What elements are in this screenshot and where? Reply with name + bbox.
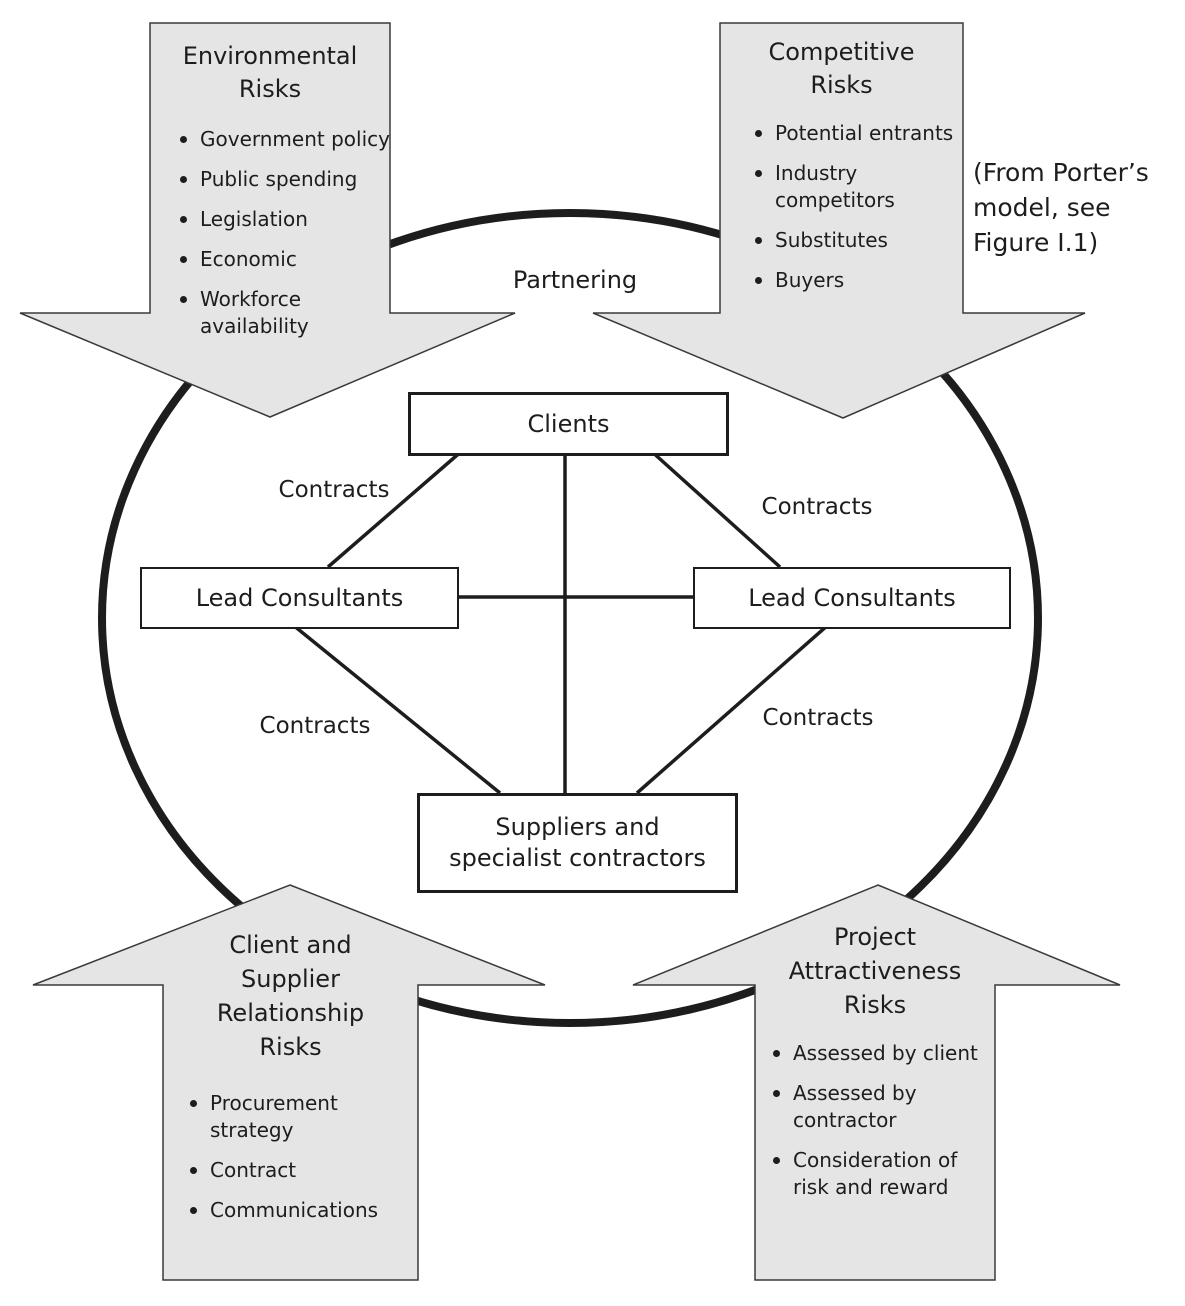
- list-item: Communications: [182, 1197, 407, 1224]
- contracts-label-bottom-right: Contracts: [762, 705, 874, 731]
- contracts-label-top-left: Contracts: [278, 477, 390, 503]
- project-attractiveness-risks-arrow-shape: [632, 884, 1121, 1281]
- list-item: Government policy: [172, 126, 390, 153]
- environmental-risks-title: Environmental Risks: [182, 42, 358, 103]
- list-item: Assessed by contractor: [765, 1080, 995, 1134]
- partnering-circle: [98, 209, 1042, 1027]
- clients-box: Clients: [408, 392, 729, 456]
- suppliers-box: Suppliers and specialist contractors: [417, 793, 738, 893]
- list-item: Contract: [182, 1157, 407, 1184]
- lead-consultants-left-label: Lead Consultants: [195, 583, 404, 612]
- edge-leadleft-suppliers: [291, 623, 502, 795]
- list-item: Potential entrants: [747, 120, 972, 147]
- list-item: Procurement strategy: [182, 1090, 407, 1144]
- list-item: Legislation: [172, 206, 390, 233]
- lead-consultants-right-box: Lead Consultants: [693, 567, 1011, 629]
- lead-consultants-right-label: Lead Consultants: [748, 583, 956, 612]
- list-item: Industry competitors: [747, 160, 972, 214]
- competitive-risks-title: Competitive Risks: [768, 38, 915, 99]
- environmental-risks-arrow-shape: [19, 22, 516, 418]
- list-item: Consideration of risk and reward: [765, 1147, 995, 1201]
- list-item: Public spending: [172, 166, 390, 193]
- clients-box-label: Clients: [527, 409, 610, 438]
- edge-clients-leadleft: [326, 448, 465, 569]
- client-supplier-risks-list: Procurement strategy Contract Communicat…: [182, 1090, 407, 1237]
- project-attractiveness-risks-title: Project Attractiveness Risks: [788, 923, 962, 1019]
- list-item: Workforce availability: [172, 286, 390, 340]
- lead-consultants-left-box: Lead Consultants: [140, 567, 459, 629]
- list-item: Economic: [172, 246, 390, 273]
- client-supplier-risks-arrow-shape: [32, 884, 546, 1281]
- project-attractiveness-risks-list: Assessed by client Assessed by contracto…: [765, 1040, 995, 1214]
- list-item: Buyers: [747, 267, 972, 294]
- contracts-label-top-right: Contracts: [761, 494, 873, 520]
- client-supplier-risks-title: Client and Supplier Relationship Risks: [216, 931, 365, 1061]
- porters-model-note: (From Porter’s model, see Figure I.1): [973, 158, 1149, 257]
- list-item: Substitutes: [747, 227, 972, 254]
- edge-leadright-suppliers: [635, 623, 830, 795]
- competitive-risks-list: Potential entrants Industry competitors …: [747, 120, 972, 307]
- edge-clients-leadright: [648, 448, 782, 569]
- suppliers-box-label: Suppliers and specialist contractors: [449, 813, 706, 872]
- list-item: Assessed by client: [765, 1040, 995, 1067]
- competitive-risks-arrow-shape: [592, 22, 1086, 419]
- environmental-risks-list: Government policy Public spending Legisl…: [172, 126, 390, 353]
- contracts-label-bottom-left: Contracts: [259, 713, 371, 739]
- partnering-label: Partnering: [512, 266, 638, 294]
